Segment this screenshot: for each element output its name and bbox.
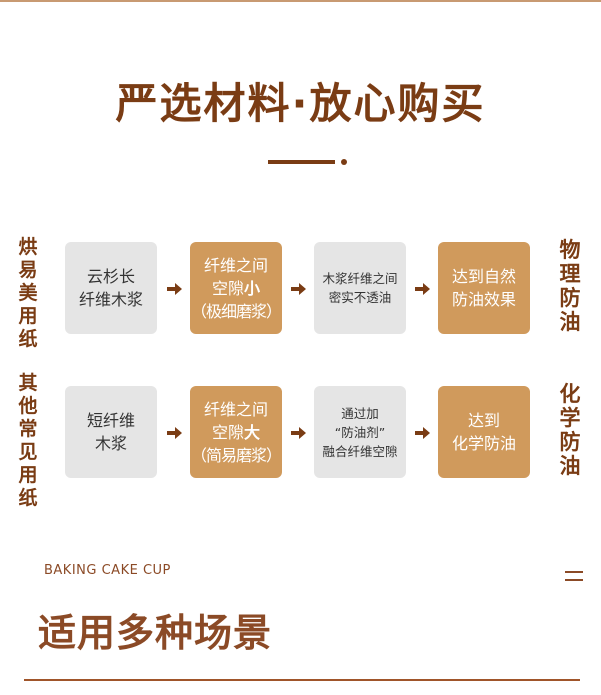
page-title: 严选材料·放心购买	[115, 79, 486, 128]
step-emphasis: 大	[244, 422, 261, 442]
step-text: 化学防油	[451, 434, 516, 453]
step-text: 通过加	[341, 405, 379, 421]
step-text: “防油剂”	[334, 424, 386, 440]
title-dot	[341, 159, 347, 165]
row1-right-label: 物理防油	[559, 238, 581, 334]
arrow-right-icon	[167, 283, 182, 295]
row2-left-label: 其他常见用纸	[18, 372, 38, 509]
section-title: 适用多种场景	[38, 611, 273, 655]
row1-step1: 云杉长 纤维木浆	[65, 242, 157, 334]
row2-step3: 通过加 “防油剂” 融合纤维空隙	[314, 386, 406, 478]
row1-step4: 达到自然 防油效果	[438, 242, 530, 334]
step-text: 达到自然	[451, 267, 516, 286]
step-text: 密实不透油	[328, 290, 392, 305]
arrow-right-icon	[415, 427, 430, 439]
step-text: 空隙	[211, 422, 244, 442]
row1-step3: 木浆纤维之间 密实不透油	[314, 242, 406, 334]
menu-icon	[565, 571, 583, 581]
row2-step1: 短纤维 木浆	[65, 386, 157, 478]
row1-left-label: 烘易美用纸	[18, 236, 38, 350]
step-text: 空隙大	[212, 421, 260, 444]
row2-step2: 纤维之间 空隙大 （简易磨浆）	[190, 386, 282, 478]
step-text: 木浆纤维之间	[322, 271, 398, 286]
row1-step2: 纤维之间 空隙小 （极细磨浆）	[190, 242, 282, 334]
step-text: 木浆	[94, 434, 127, 453]
step-text: 空隙	[211, 278, 244, 298]
row2-right-label: 化学防油	[559, 382, 581, 478]
step-text: 短纤维	[86, 411, 135, 430]
row2-step4: 达到 化学防油	[438, 386, 530, 478]
step-text: 融合纤维空隙	[322, 443, 398, 459]
section-subtitle: BAKING CAKE CUP	[44, 563, 171, 578]
step-text: 纤维木浆	[78, 290, 143, 309]
arrow-right-icon	[167, 427, 182, 439]
top-divider	[0, 0, 601, 2]
step-text: 防油效果	[451, 290, 516, 309]
arrow-right-icon	[291, 283, 306, 295]
arrow-right-icon	[291, 427, 306, 439]
bottom-divider	[24, 679, 580, 681]
step-text: （简易磨浆）	[190, 445, 282, 465]
step-emphasis: 小	[244, 278, 261, 298]
title-underline	[268, 160, 335, 164]
step-text: （极细磨浆）	[190, 301, 282, 321]
step-text: 云杉长	[86, 267, 135, 286]
step-text: 空隙小	[212, 277, 260, 300]
step-text: 纤维之间	[203, 255, 268, 275]
step-text: 纤维之间	[203, 399, 268, 419]
step-text: 达到	[467, 411, 500, 430]
arrow-right-icon	[415, 283, 430, 295]
